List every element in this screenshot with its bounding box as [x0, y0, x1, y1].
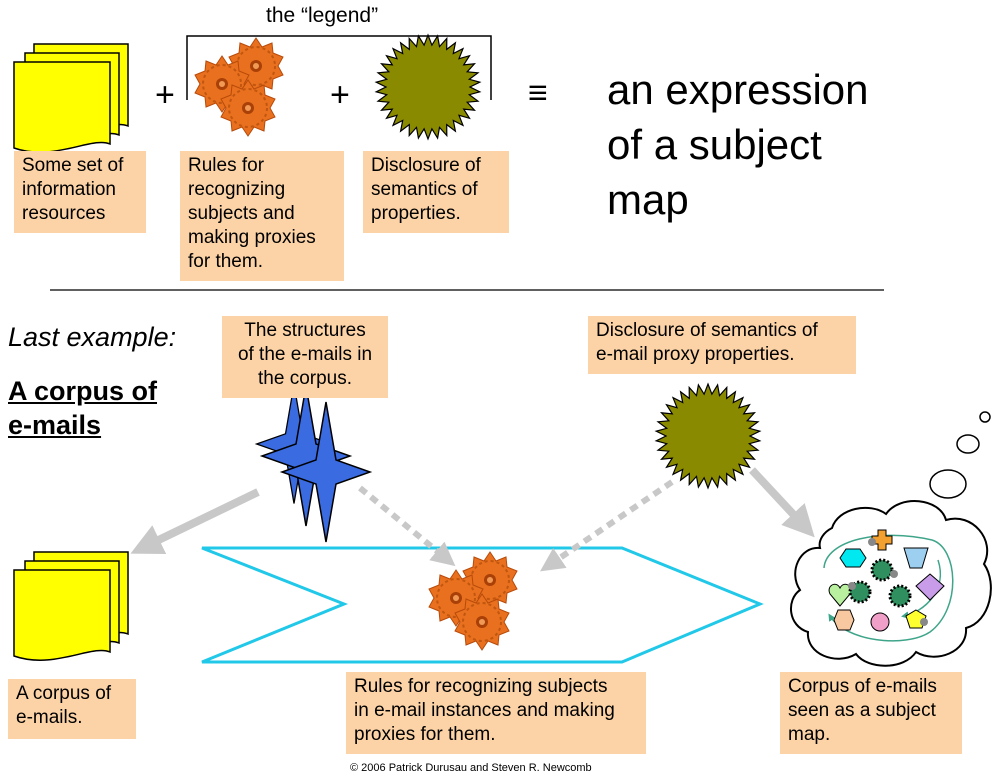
sun-burst-icon-lower: [654, 382, 762, 490]
box-line: Corpus of e-mails: [788, 676, 937, 697]
equivalence-sign: ≡: [528, 74, 548, 112]
box-line: subjects and: [188, 203, 295, 224]
box-line: properties.: [371, 203, 461, 224]
platform-outline: [201, 546, 764, 664]
box-subject-map: Corpus of e-mails seen as a subject map.: [780, 672, 962, 754]
document-stack-icon-lower: [13, 551, 129, 661]
section-heading-line-1: A corpus of: [8, 376, 158, 406]
box-rules-recognizing: Rules for recognizing subjects and makin…: [180, 151, 344, 281]
box-line: Disclosure of semantics of: [596, 320, 818, 341]
box-line: e-mail proxy properties.: [596, 344, 795, 365]
arrow-structures-to-rules: [358, 485, 456, 567]
box-line: recognizing: [188, 179, 286, 200]
box-corpus-of-emails: A corpus of e-mails.: [8, 679, 136, 739]
box-disclosure-semantics: Disclosure of semantics of properties.: [363, 151, 509, 233]
box-line: in e-mail instances and making: [354, 700, 615, 721]
box-line: Disclosure of: [371, 155, 481, 176]
box-line: A corpus of: [16, 683, 112, 704]
box-line: Some set of: [22, 155, 124, 176]
sun-burst-icon: [374, 33, 482, 141]
result-line-1: an expression: [607, 66, 869, 113]
box-rules-email: Rules for recognizing subjects in e-mail…: [346, 672, 646, 754]
thought-cloud: [789, 411, 992, 667]
box-line: information: [22, 179, 116, 200]
copyright-footer: © 2006 Patrick Durusau and Steven R. New…: [350, 762, 592, 774]
section-heading-line-2: e-mails: [8, 410, 102, 440]
result-line-2: of a subject: [607, 121, 822, 168]
legend-bracket: [186, 35, 492, 100]
arrow-disclosure-to-rules: [540, 479, 674, 572]
arrow-to-subject-map: [749, 467, 815, 538]
box-line: map.: [788, 724, 831, 745]
box-line: Rules for recognizing subjects: [354, 676, 608, 697]
box-line: The structures: [244, 320, 366, 341]
box-line: for them.: [188, 251, 263, 272]
arrow-to-corpus: [130, 488, 260, 555]
box-line: e-mails.: [16, 707, 83, 728]
result-line-3: map: [607, 176, 689, 223]
box-line: proxies for them.: [354, 724, 496, 745]
box-line: resources: [22, 203, 106, 224]
box-line: making proxies: [188, 227, 316, 248]
legend-title: the “legend”: [266, 4, 379, 27]
box-line: the corpus.: [258, 368, 352, 389]
star-cluster-icon: [255, 383, 371, 543]
gears-icon: [195, 38, 283, 136]
plus-sign-2: +: [330, 76, 350, 114]
last-example-label: Last example:: [8, 322, 177, 352]
box-line: seen as a subject: [788, 700, 936, 721]
box-line: of the e-mails in: [237, 344, 373, 365]
gears-icon-lower: [429, 552, 517, 650]
box-line: Rules for: [188, 155, 265, 176]
box-structures: The structures of the e-mails in the cor…: [222, 316, 388, 398]
box-line: semantics of: [371, 179, 478, 200]
document-stack-icon: [13, 43, 129, 153]
box-disclosure-email: Disclosure of semantics of e-mail proxy …: [588, 316, 856, 374]
plus-sign-1: +: [155, 76, 175, 114]
box-information-resources: Some set of information resources: [14, 151, 146, 233]
